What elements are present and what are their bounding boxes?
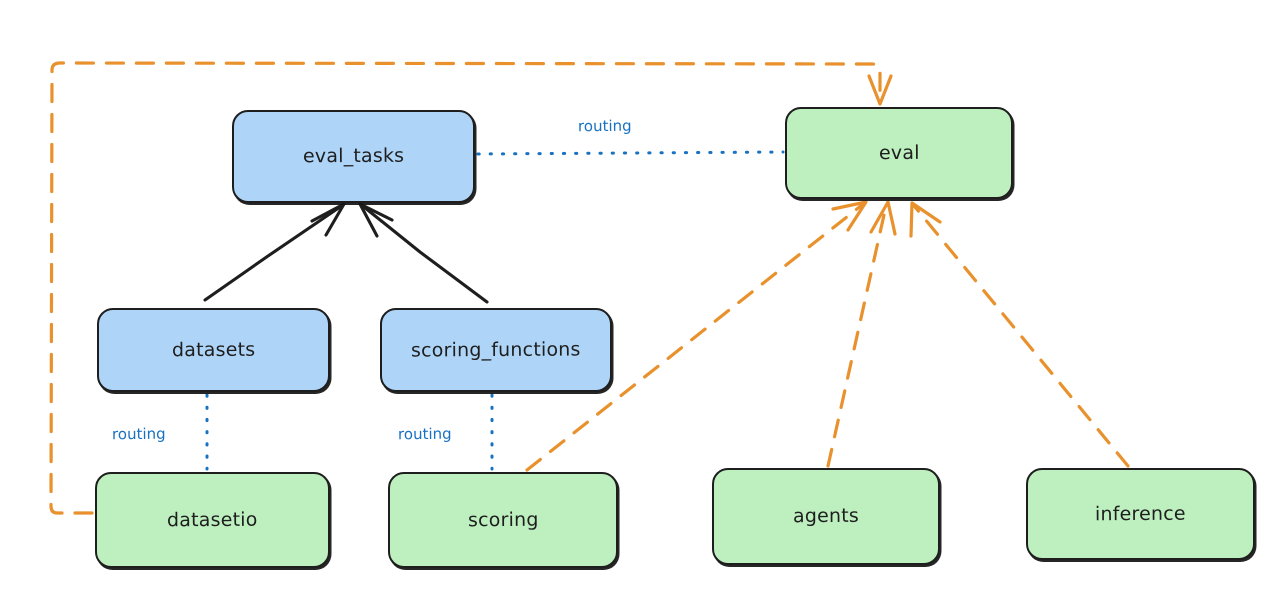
node-label: datasetio [167,508,258,531]
node-label: datasets [171,338,256,361]
edge-label-routing-eval-tasks-eval: routing [577,116,632,136]
edge-agents-eval [826,200,897,468]
edge-label-routing-scoring-functions-scoring: routing [397,424,452,444]
node-inference[interactable]: inference [1026,468,1255,560]
edge-label-routing-datasets-datasetio: routing [111,424,166,444]
edge-datasets-eval_tasks [203,202,346,302]
node-eval[interactable]: eval [785,107,1013,199]
node-label: scoring_functions [411,338,581,362]
edge-eval_tasks-eval [476,150,785,156]
node-label: inference [1095,502,1186,525]
node-scoring-functions[interactable]: scoring_functions [380,308,612,392]
node-label: scoring [467,508,539,531]
node-scoring[interactable]: scoring [388,472,618,568]
node-label: eval_tasks [302,144,405,168]
edge-scoring_functions-eval_tasks [358,202,489,304]
edge-inference-eval [909,201,1130,468]
node-label: agents [792,504,860,528]
node-datasetio[interactable]: datasetio [95,472,330,568]
node-agents[interactable]: agents [712,468,940,565]
node-label: eval [878,141,920,164]
node-datasets[interactable]: datasets [97,308,330,392]
node-eval-tasks[interactable]: eval_tasks [232,110,475,203]
